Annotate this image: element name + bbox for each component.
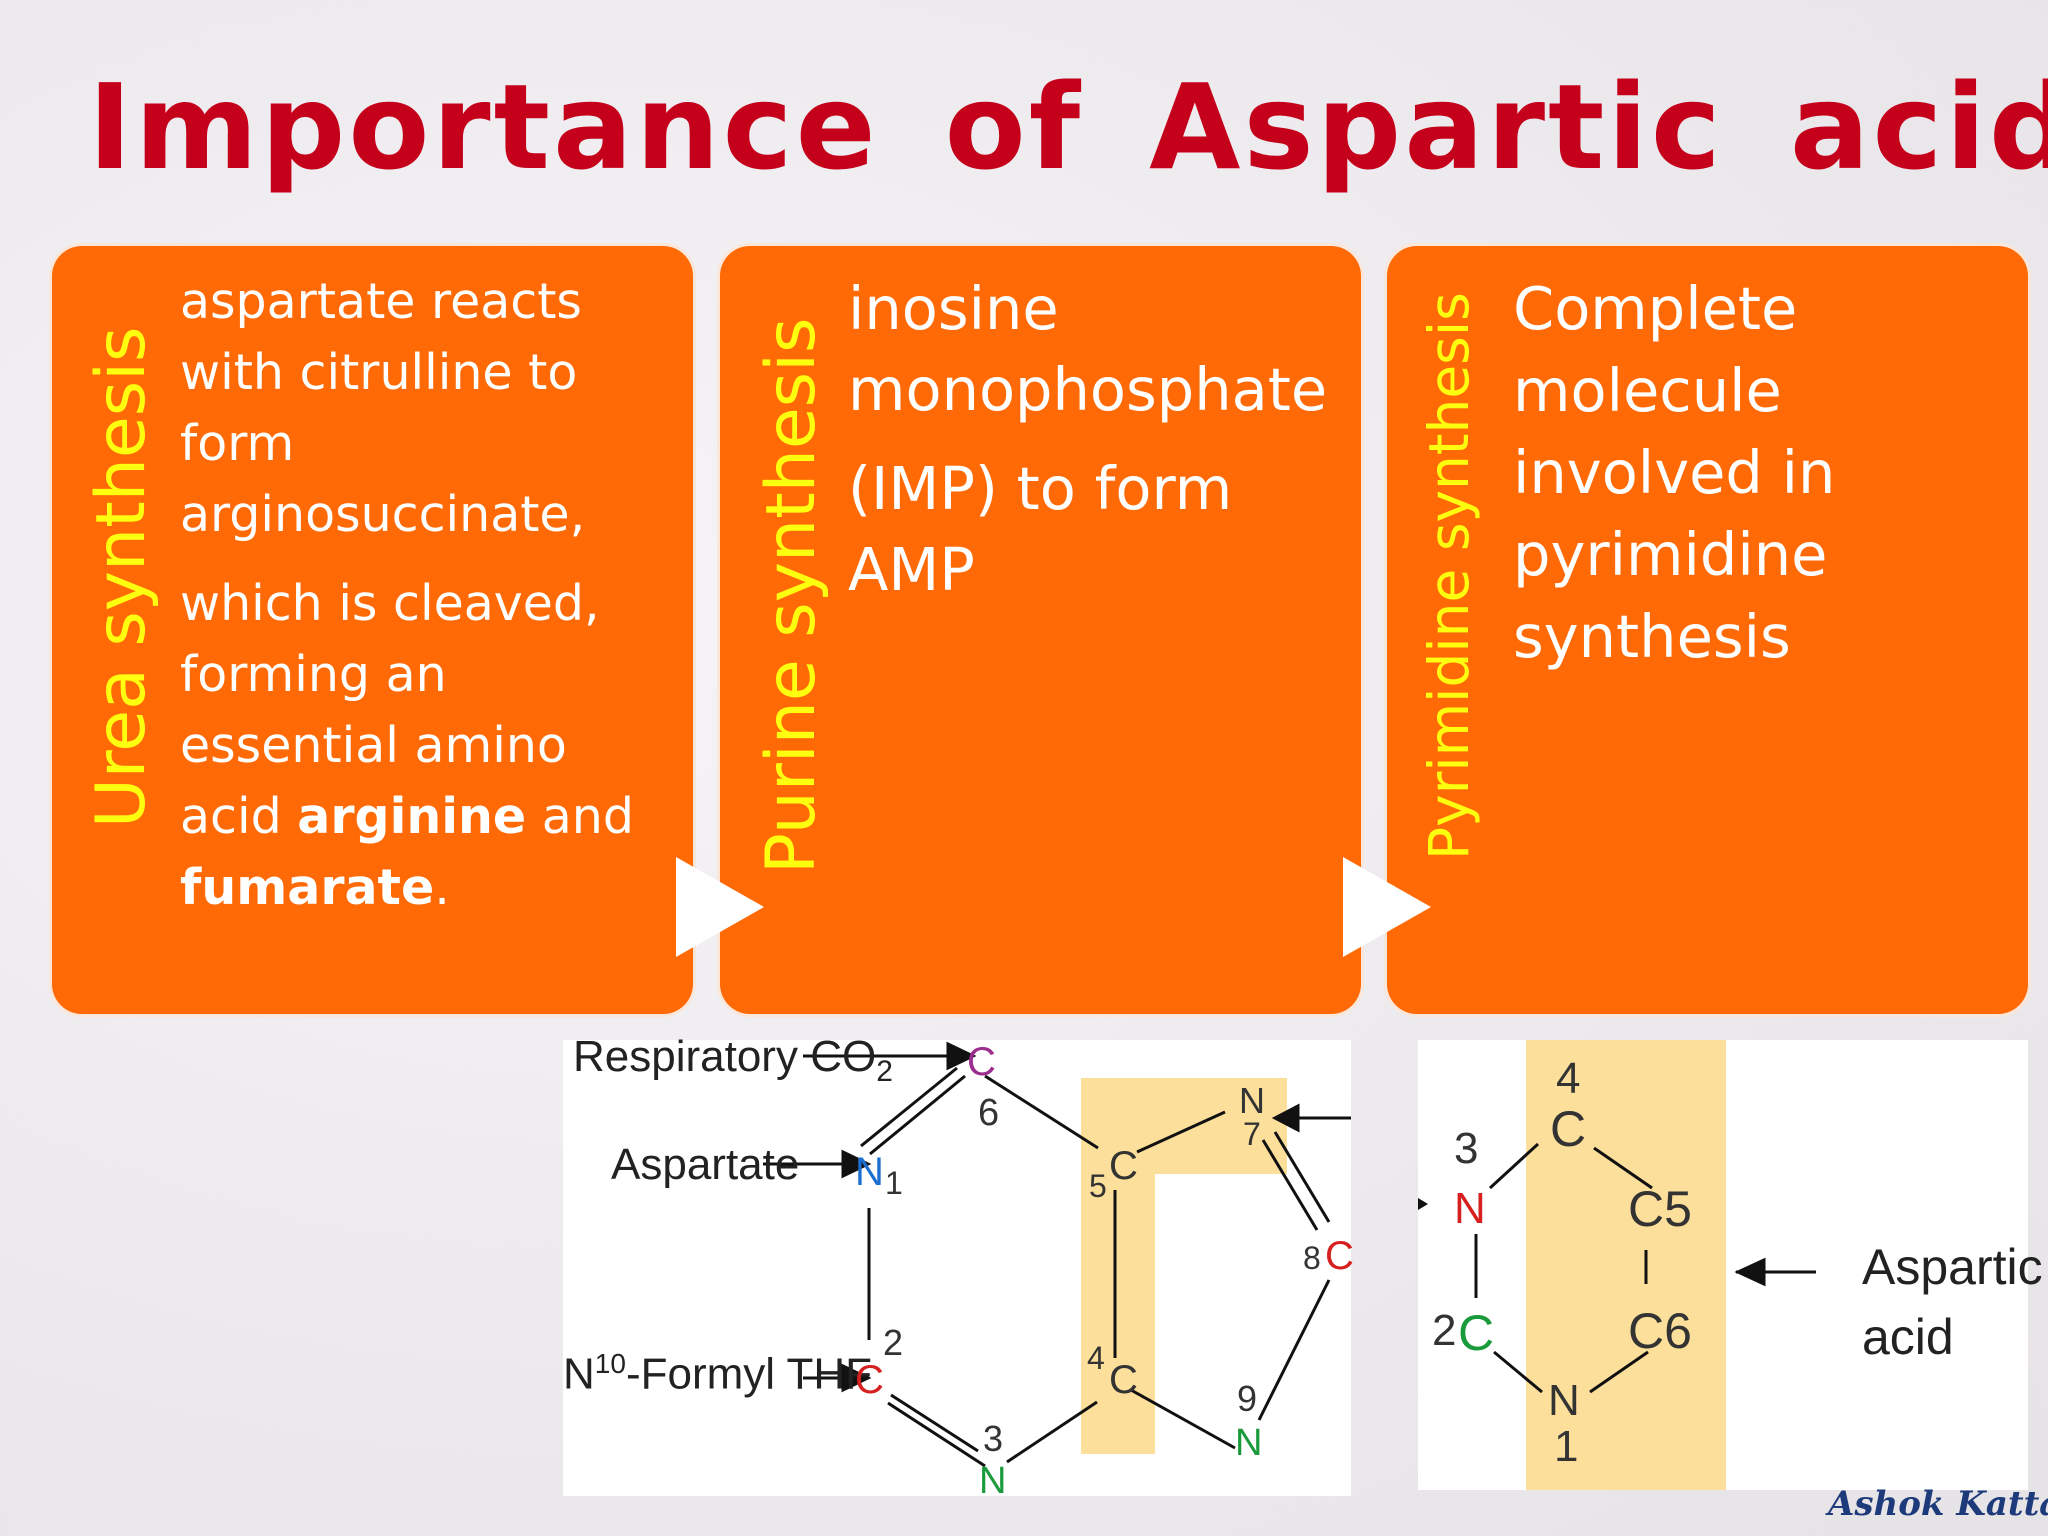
purine-synthesis-label: Purine synthesis (752, 317, 831, 874)
pyrimidine-synthesis-text: Complete molecule involved in pyrimidine… (1513, 268, 2013, 678)
acid-label: acid (1862, 1309, 1954, 1365)
formyl-superscript: 10 (594, 1348, 626, 1379)
arrow-right-icon (676, 857, 764, 957)
atom-n7: N (1239, 1080, 1265, 1121)
co2-subscript: 2 (876, 1054, 893, 1088)
purine-text-b: (IMP) to form AMP (848, 454, 1233, 604)
formyl-thf-label: N10-Formyl THF (563, 1348, 872, 1400)
atom-n3: N (1454, 1184, 1486, 1233)
purine-bonds (763, 1041, 1351, 1468)
atom-c6: C (967, 1040, 996, 1084)
purine-synthesis-panel: Purine synthesis inosine monophosphate (… (720, 246, 1361, 1014)
urea-synthesis-panel: Urea synthesis aspartate reacts with cit… (52, 246, 693, 1014)
atom-c2: C (1458, 1305, 1495, 1361)
pyrimidine-structure-figure: 4 C 3 N C5 C6 2 C N 1 Aspartic acid (1418, 1040, 2043, 1490)
atom-n3: N (979, 1460, 1007, 1502)
formyl-text: -Formyl THF (625, 1349, 872, 1399)
num-3: 3 (983, 1418, 1004, 1459)
arginine-bold: arginine (297, 788, 527, 845)
urea-synthesis-label: Urea synthesis (82, 326, 161, 828)
urea-text-b: which is cleaved, forming an essential a… (180, 568, 680, 923)
atom-c4: C (1550, 1101, 1587, 1157)
atom-n1: N (1548, 1376, 1580, 1425)
num-5: 5 (1089, 1168, 1107, 1204)
highlight-vertical (1526, 1040, 1726, 1490)
formyl-n: N (563, 1349, 595, 1399)
atom-n9: N (1235, 1422, 1263, 1464)
atom-n1: N (855, 1150, 884, 1194)
highlight-top (1081, 1078, 1287, 1174)
pyrimidine-text-a: Complete molecule involved in pyrimidine… (1513, 274, 1836, 671)
fumarate-bold: fumarate (180, 859, 435, 916)
num-9: 9 (1237, 1378, 1258, 1419)
respiratory-text: Respiratory CO (573, 1032, 877, 1081)
respiratory-co2-label: Respiratory CO2 (573, 1032, 893, 1089)
atom-c4: C (1109, 1358, 1138, 1402)
urea-text-b3: . (434, 859, 450, 916)
urea-synthesis-text: aspartate reacts with citrulline to form… (180, 266, 680, 923)
num-1: 1 (1554, 1422, 1579, 1471)
pyrimidine-synthesis-label: Pyrimidine synthesis (1417, 292, 1481, 860)
aspartic-label: Aspartic (1862, 1239, 2043, 1295)
page-title: Importance of Aspartic acid (88, 58, 2048, 196)
num-8: 8 (1303, 1240, 1321, 1276)
num-2: 2 (883, 1322, 904, 1363)
num-4: 4 (1556, 1054, 1581, 1103)
atom-c6: C6 (1628, 1303, 1692, 1359)
purine-text-a: inosine monophosphate (848, 274, 1328, 424)
atom-c5: C5 (1628, 1181, 1692, 1237)
urea-text-b1: which is cleaved, forming an essential a… (180, 575, 600, 845)
num-4: 4 (1087, 1340, 1105, 1376)
author-signature: Ashok Katta (1828, 1484, 2048, 1524)
atom-c8: C (1325, 1234, 1354, 1278)
pyrimidine-synthesis-panel: Pyrimidine synthesis Complete molecule i… (1387, 246, 2028, 1014)
aspartate-label: Aspartate (611, 1140, 800, 1189)
num-6: 6 (978, 1092, 1000, 1134)
arrow-right-icon (1343, 857, 1431, 957)
num-3: 3 (1454, 1124, 1479, 1173)
num-7: 7 (1243, 1116, 1261, 1152)
urea-text-b2: and (526, 788, 634, 845)
pyrimidine-bonds (1418, 1142, 1816, 1394)
num-2: 2 (1432, 1306, 1457, 1355)
atom-c5: C (1109, 1144, 1138, 1188)
urea-text-a: aspartate reacts with citrulline to form… (180, 273, 586, 543)
atom-c2: C (855, 1358, 884, 1402)
num-1: 1 (885, 1165, 903, 1201)
purine-synthesis-text: inosine monophosphate (IMP) to form AMP (848, 268, 1348, 610)
purine-structure-figure: Respiratory CO2 Aspartate N10-Formyl THF… (563, 1032, 1354, 1502)
